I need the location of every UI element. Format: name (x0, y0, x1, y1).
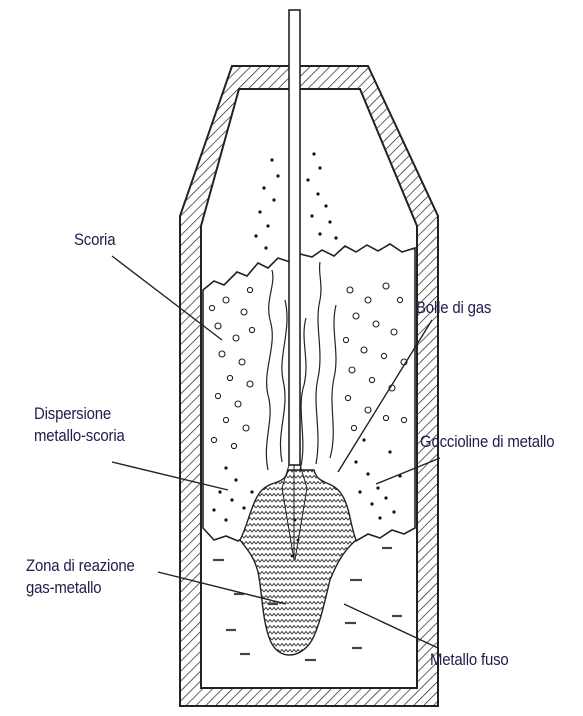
reaction-zone (240, 470, 356, 655)
label-reaction-zone-line1: Zona di reazione (26, 556, 135, 575)
label-molten-metal: Metallo fuso (430, 650, 509, 669)
oxygen-lance (289, 10, 300, 465)
label-slag: Scoria (74, 230, 115, 249)
label-metal-droplets: Goccioline di metallo (420, 432, 554, 451)
label-reaction-zone-line2: gas-metallo (26, 578, 101, 597)
label-dispersion-line2: metallo-scoria (34, 426, 125, 445)
label-gas-bubbles: Bolle di gas (416, 298, 491, 317)
label-dispersion-line1: Dispersione (34, 404, 111, 423)
